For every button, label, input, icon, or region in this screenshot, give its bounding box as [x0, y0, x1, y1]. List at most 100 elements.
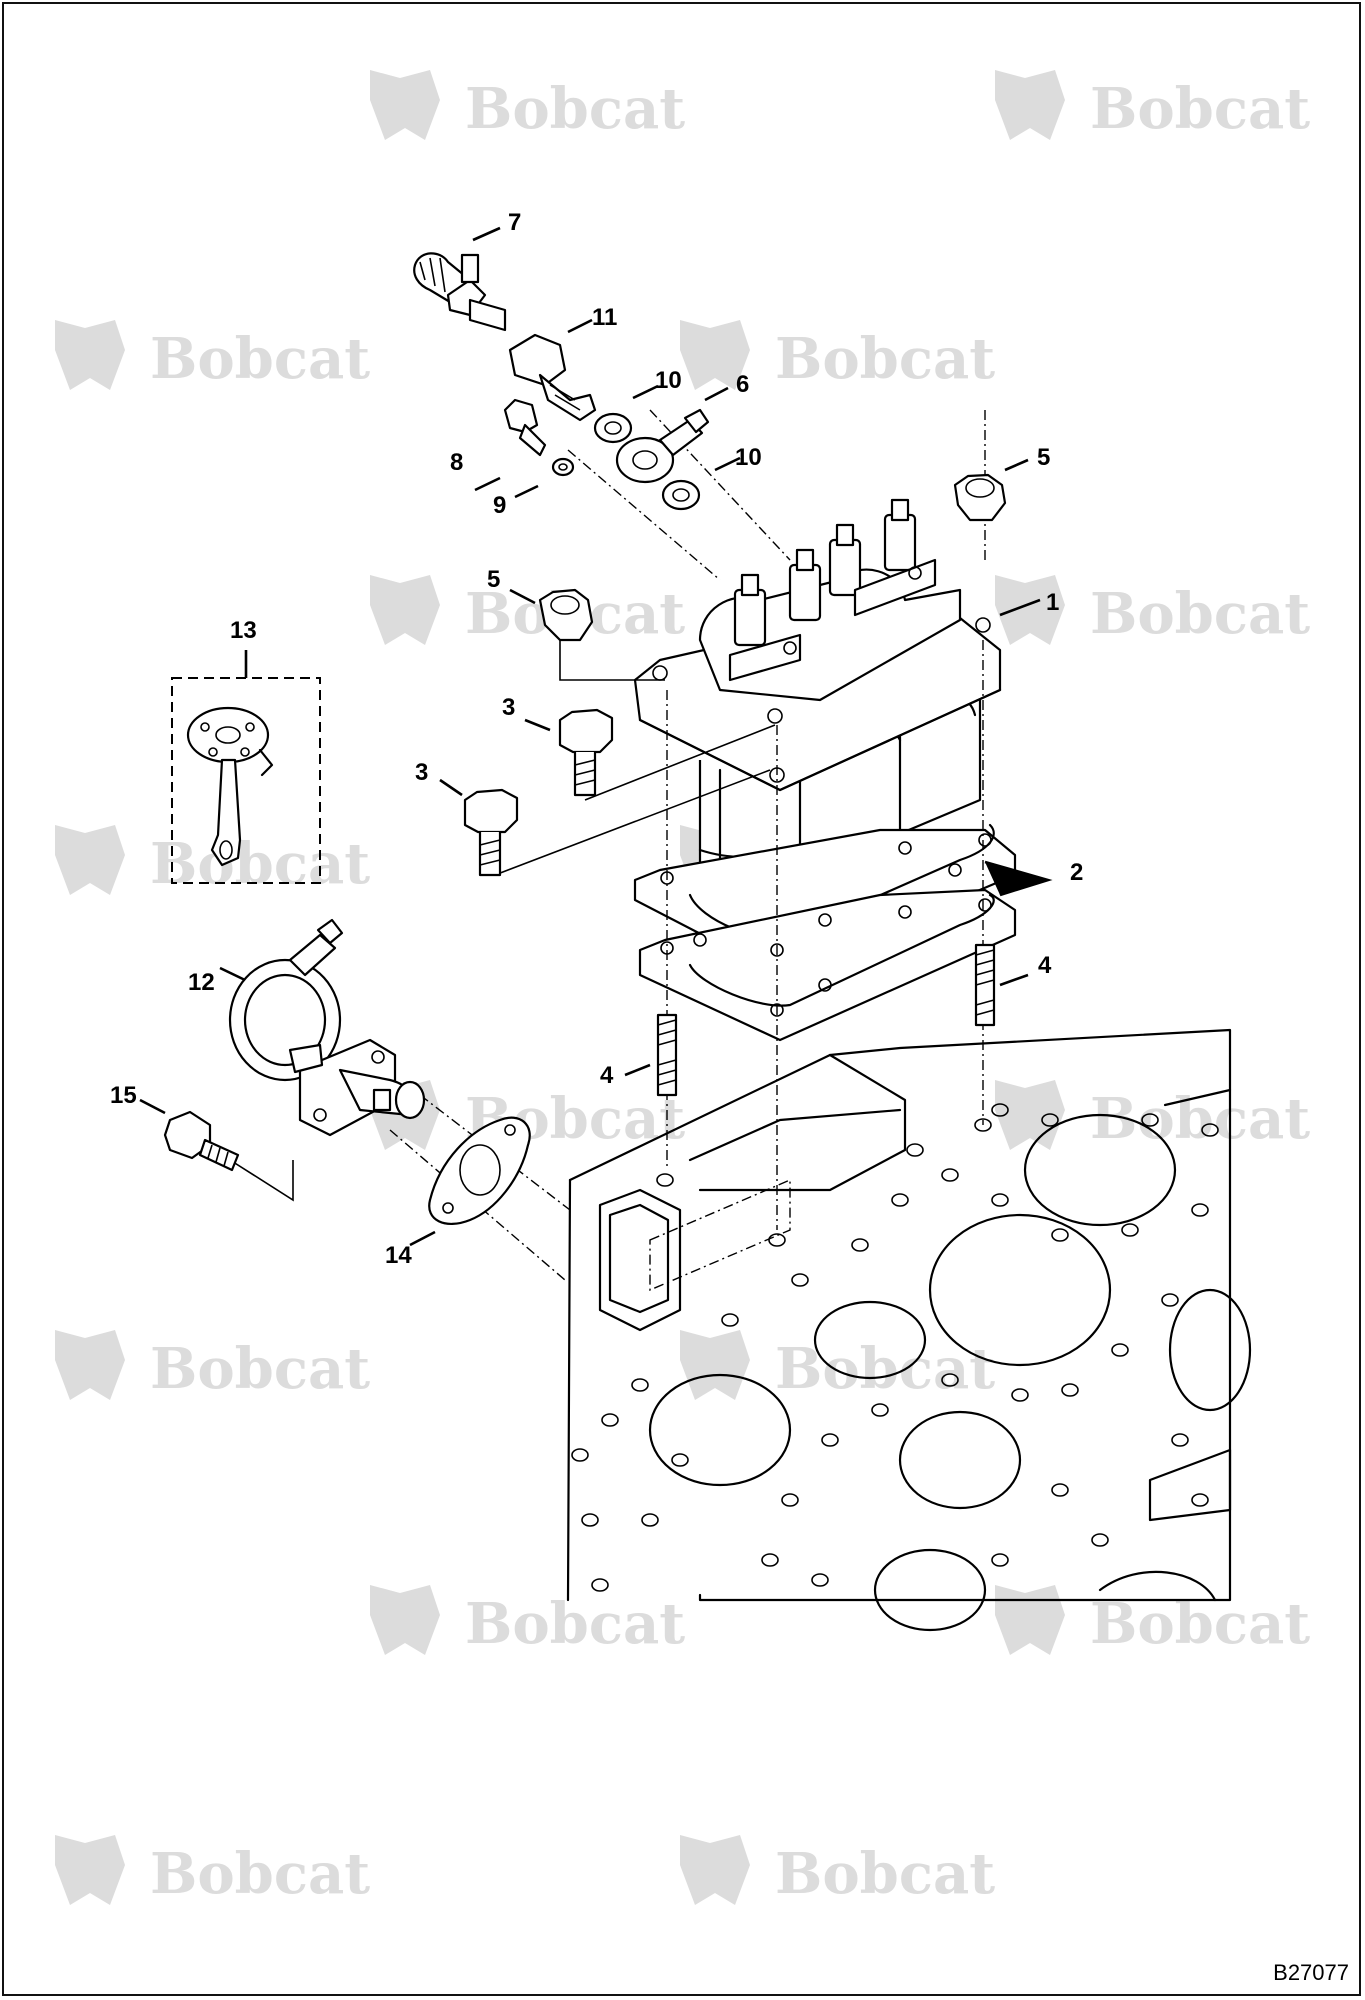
part-5-flange-nut — [538, 473, 1007, 642]
block-bolt-hole — [641, 1513, 659, 1527]
bobcat-watermark: Bobcat — [995, 70, 1310, 142]
bobcat-watermark: Bobcat — [995, 1585, 1310, 1657]
block-bolt-hole — [941, 1373, 959, 1387]
bobcat-watermark: Bobcat — [55, 320, 370, 392]
block-bolt-hole — [1201, 1123, 1219, 1137]
bobcat-watermark: Bobcat — [55, 1835, 370, 1907]
figure-id: B27077 — [1273, 1960, 1349, 1985]
callout-6: 6 — [736, 371, 749, 398]
block-bolt-hole — [871, 1403, 889, 1417]
part-14-gasket — [428, 1116, 531, 1225]
block-bolt-hole — [601, 1413, 619, 1427]
callout-8: 8 — [450, 449, 463, 476]
block-bolt-hole — [1161, 1293, 1179, 1307]
block-bolt-hole — [571, 1448, 589, 1462]
bobcat-watermark: Bobcat — [680, 1835, 995, 1907]
callout-7: 7 — [508, 209, 521, 236]
fuel-fittings — [413, 252, 710, 511]
callout-10b: 10 — [735, 444, 762, 471]
gasket-hole — [948, 863, 962, 877]
callout-9: 9 — [493, 492, 506, 519]
engine-block — [566, 1028, 1252, 1632]
callout-3b: 3 — [415, 759, 428, 786]
block-bolt-hole — [1141, 1113, 1159, 1127]
block-bolt-hole — [656, 1173, 674, 1187]
gaskets — [633, 823, 1017, 1042]
bobcat-watermark: Bobcat — [995, 575, 1310, 647]
svg-text:Bobcat: Bobcat — [775, 326, 995, 392]
svg-text:Bobcat: Bobcat — [465, 1591, 685, 1657]
callout-10a: 10 — [655, 367, 682, 394]
bobcat-watermark: Bobcat — [55, 1330, 370, 1402]
svg-text:Bobcat: Bobcat — [150, 326, 370, 392]
callout-leaders — [139, 226, 1053, 1247]
callout-5a: 5 — [487, 566, 500, 593]
callout-4b: 4 — [600, 1062, 614, 1089]
block-bolt-hole — [768, 1233, 786, 1247]
bobcat-watermark: Bobcat — [370, 575, 685, 647]
part-12-fuel-pump — [228, 918, 426, 1137]
part-4-stud — [656, 943, 996, 1097]
block-bolt-hole — [991, 1553, 1009, 1567]
callout-4a: 4 — [1038, 952, 1052, 979]
block-bolt-hole — [721, 1313, 739, 1327]
svg-text:Bobcat: Bobcat — [1090, 1591, 1310, 1657]
svg-text:Bobcat: Bobcat — [150, 831, 370, 897]
block-bolt-hole — [1171, 1433, 1189, 1447]
block-bolt-hole — [591, 1578, 609, 1592]
block-bolt-hole — [821, 1433, 839, 1447]
bobcat-watermark: Bobcat — [680, 1330, 995, 1402]
block-bolt-hole — [974, 1118, 992, 1132]
callout-13: 13 — [230, 617, 257, 644]
svg-text:Bobcat: Bobcat — [150, 1841, 370, 1907]
gasket-hole — [818, 913, 832, 927]
gasket-hole — [978, 833, 992, 847]
part-3-flange-bolt — [463, 708, 614, 877]
callout-11: 11 — [592, 304, 617, 331]
bobcat-watermark: Bobcat — [995, 1080, 1310, 1152]
svg-text:Bobcat: Bobcat — [1090, 581, 1310, 647]
block-bolt-hole — [1041, 1113, 1059, 1127]
block-bolt-hole — [811, 1573, 829, 1587]
callout-1: 1 — [1046, 589, 1059, 616]
block-bolt-hole — [906, 1143, 924, 1157]
gasket-hole — [693, 933, 707, 947]
block-bolt-hole — [671, 1453, 689, 1467]
gasket-hole — [898, 905, 912, 919]
block-bolt-hole — [1051, 1483, 1069, 1497]
svg-text:Bobcat: Bobcat — [775, 1336, 995, 1402]
block-bolt-hole — [941, 1168, 959, 1182]
block-bolt-hole — [1061, 1383, 1079, 1397]
svg-text:Bobcat: Bobcat — [150, 1336, 370, 1402]
block-bolt-hole — [1011, 1388, 1029, 1402]
svg-text:Bobcat: Bobcat — [1090, 76, 1310, 142]
block-bolt-hole — [991, 1103, 1009, 1117]
block-bolt-hole — [581, 1513, 599, 1527]
gasket-hole — [770, 1003, 784, 1017]
block-bolt-hole — [761, 1553, 779, 1567]
gasket-hole — [978, 898, 992, 912]
callout-labels: 1 2 3 3 4 4 5 5 6 7 8 9 10 10 11 12 13 1… — [110, 209, 1083, 1269]
block-bolt-hole — [991, 1193, 1009, 1207]
block-bolt-hole — [851, 1238, 869, 1252]
block-bolt-hole — [1191, 1493, 1209, 1507]
bobcat-watermark: Bobcat — [370, 1585, 685, 1657]
part-15-bolt — [163, 1110, 240, 1172]
gasket-hole — [898, 841, 912, 855]
callout-12: 12 — [188, 969, 215, 996]
bobcat-watermark: Bobcat — [370, 70, 685, 142]
svg-text:Bobcat: Bobcat — [465, 76, 685, 142]
block-bolt-hole — [781, 1493, 799, 1507]
part-13-detail-box — [171, 650, 321, 884]
callout-2: 2 — [1070, 859, 1083, 886]
svg-text:Bobcat: Bobcat — [775, 1841, 995, 1907]
block-bolt-hole — [631, 1378, 649, 1392]
callout-3a: 3 — [502, 694, 515, 721]
block-bolt-hole — [1191, 1203, 1209, 1217]
block-bolt-hole — [1111, 1343, 1129, 1357]
callout-15: 15 — [110, 1082, 137, 1109]
gasket-hole — [818, 978, 832, 992]
block-bolt-hole — [1051, 1228, 1069, 1242]
